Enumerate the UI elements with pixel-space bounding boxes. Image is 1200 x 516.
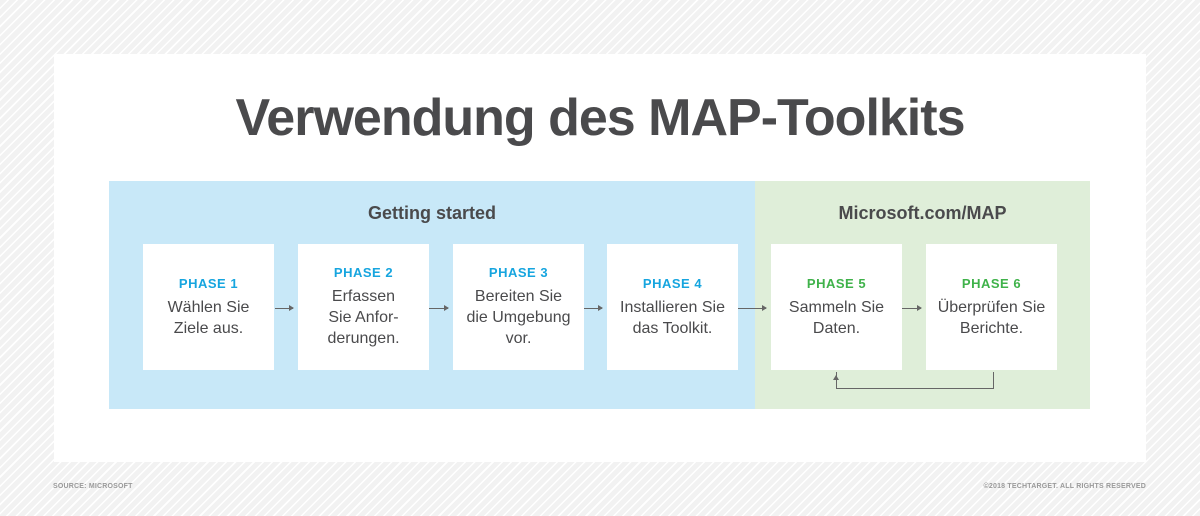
phase-3-box: PHASE 3 Bereiten Sie die Umgebung vor. [453, 244, 584, 370]
arrow-right-icon [429, 305, 449, 311]
copyright-note: ©2018 TECHTARGET. ALL RIGHTS RESERVED [983, 483, 1146, 490]
diagram-title: Verwendung des MAP-Toolkits [235, 89, 965, 147]
group-title: Getting started [367, 203, 496, 223]
phase-description: Bereiten Sie die Umgebung vor. [466, 288, 571, 347]
source-note: SOURCE: MICROSOFT [53, 483, 133, 490]
phase-description: Installieren Sie das Toolkit. [620, 298, 725, 337]
arrow-right-icon [902, 305, 922, 311]
group-title: Microsoft.com/MAP [838, 203, 1007, 223]
phase-2-box: PHASE 2 Erfassen Sie Anfor- derungen. [298, 244, 429, 370]
phase-label: PHASE 5 [806, 275, 867, 291]
phase-4-box: PHASE 4 Installieren Sie das Toolkit. [607, 244, 738, 370]
phase-label: PHASE 2 [333, 265, 394, 280]
phase-6-box: PHASE 6 Überprüfen Sie Berichte. [926, 244, 1057, 370]
phase-description: Überprüfen Sie Berichte. [937, 298, 1046, 337]
arrow-up-icon [833, 375, 839, 380]
phase-5-box: PHASE 5 Sammeln Sie Daten. [771, 244, 902, 370]
arrow-right-icon [275, 305, 294, 311]
phase-label: PHASE 6 [961, 275, 1022, 291]
phase-description: Sammeln Sie Daten. [788, 298, 885, 337]
phase-description: Wählen Sie Ziele aus. [167, 298, 250, 337]
loop-back-connector [836, 372, 994, 389]
phase-description: Erfassen Sie Anfor- derungen. [327, 288, 400, 347]
phase-label: PHASE 4 [642, 275, 703, 291]
arrow-right-icon [584, 305, 603, 311]
phase-1-box: PHASE 1 Wählen Sie Ziele aus. [143, 244, 274, 370]
arrow-right-icon [738, 305, 767, 311]
phase-label: PHASE 1 [178, 275, 239, 291]
phase-label: PHASE 3 [488, 265, 549, 280]
